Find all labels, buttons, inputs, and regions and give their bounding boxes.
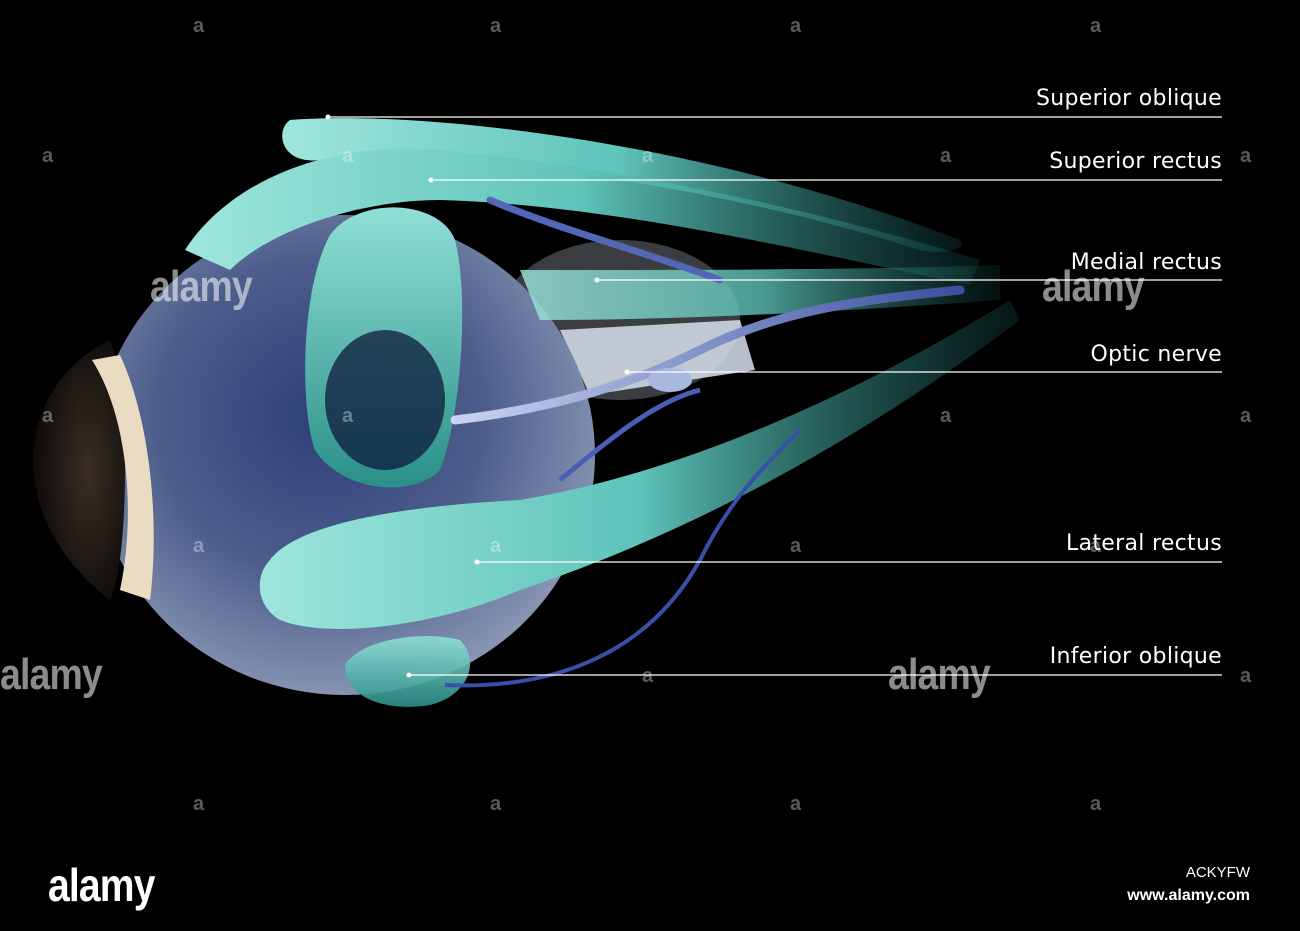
watermark-tile: a bbox=[1240, 405, 1252, 427]
dot-superior-rectus bbox=[428, 177, 434, 183]
watermark-tile: a bbox=[790, 793, 802, 815]
watermark-tile: a bbox=[42, 405, 54, 427]
watermark-tile: a bbox=[193, 15, 205, 37]
watermark-tile: a bbox=[940, 145, 952, 167]
ciliary-ganglion bbox=[648, 368, 692, 392]
nerve-1 bbox=[450, 285, 965, 425]
lateral-rectus-shape bbox=[259, 300, 1020, 629]
watermark-tile: a bbox=[1240, 665, 1252, 687]
leader-dots bbox=[325, 114, 630, 678]
superior-rectus-shape bbox=[185, 148, 980, 285]
watermark-tile: a bbox=[490, 535, 502, 557]
limbus-ring bbox=[92, 355, 154, 600]
watermark-tile: a bbox=[342, 145, 354, 167]
watermark-tile: a bbox=[940, 405, 952, 427]
watermark-tile: a bbox=[1240, 145, 1252, 167]
nerve-3 bbox=[444, 428, 802, 688]
alamy-logo: alamy bbox=[48, 859, 155, 911]
tendon-shadow bbox=[325, 330, 445, 470]
nerve-2 bbox=[486, 196, 724, 284]
label-lateral-rectus: Lateral rectus bbox=[1066, 531, 1222, 556]
watermark-tile: a bbox=[193, 535, 205, 557]
label-superior-oblique: Superior oblique bbox=[1036, 86, 1222, 111]
dot-optic-nerve bbox=[624, 369, 630, 375]
watermark-tile: a bbox=[642, 145, 654, 167]
watermark-brand: alamy bbox=[1042, 262, 1145, 311]
watermark-tile: a bbox=[1090, 535, 1102, 557]
watermark-tile: a bbox=[790, 15, 802, 37]
watermark-brand: alamy bbox=[0, 650, 103, 699]
watermark-brand: alamy bbox=[888, 650, 991, 699]
watermark-tile: a bbox=[1090, 15, 1102, 37]
watermark-tile: a bbox=[193, 793, 205, 815]
medial-rectus-shape bbox=[520, 265, 1000, 320]
leader-lines bbox=[328, 116, 1222, 676]
site-url: www.alamy.com bbox=[1127, 887, 1250, 904]
dot-lateral-rectus bbox=[474, 559, 480, 565]
dot-superior-oblique bbox=[325, 114, 331, 120]
label-inferior-oblique: Inferior oblique bbox=[1049, 644, 1222, 669]
watermark-tile: a bbox=[790, 535, 802, 557]
watermark-tile: a bbox=[490, 15, 502, 37]
watermark-tile: a bbox=[490, 793, 502, 815]
label-optic-nerve: Optic nerve bbox=[1090, 342, 1222, 367]
cornea-shape bbox=[33, 340, 125, 600]
stock-image-id: ACKYFW bbox=[1185, 864, 1250, 881]
watermark-tile: a bbox=[642, 665, 654, 687]
optic-nerve-shape bbox=[560, 320, 755, 395]
watermark-brand: alamy bbox=[150, 262, 253, 311]
watermark-tile: a bbox=[342, 405, 354, 427]
dot-medial-rectus bbox=[594, 277, 600, 283]
dot-inferior-oblique bbox=[406, 672, 412, 678]
watermark-tile: a bbox=[1090, 793, 1102, 815]
watermark-tile: a bbox=[42, 145, 54, 167]
label-superior-rectus: Superior rectus bbox=[1049, 149, 1222, 174]
nerve-4 bbox=[558, 387, 701, 482]
label-medial-rectus: Medial rectus bbox=[1070, 250, 1222, 275]
inferior-oblique-shape bbox=[345, 636, 470, 707]
